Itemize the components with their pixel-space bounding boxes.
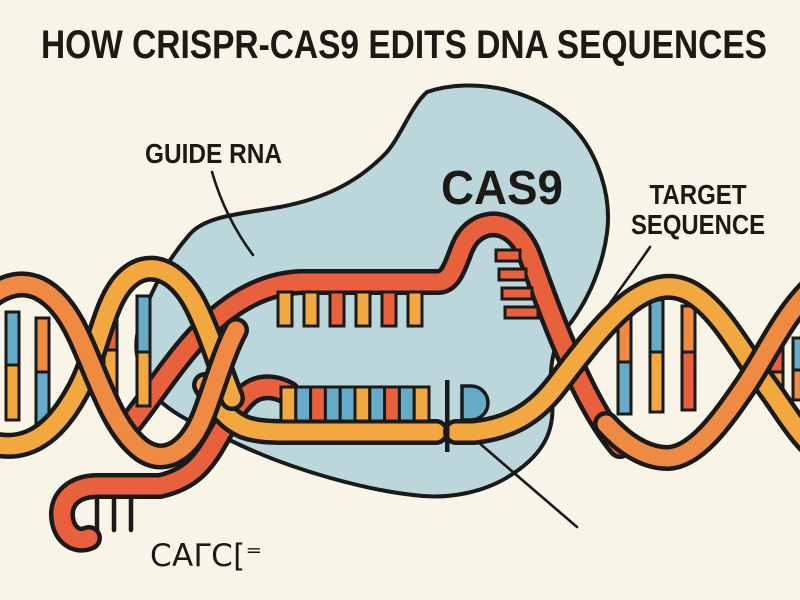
target-sequence-label-line1: TARGET — [650, 179, 747, 210]
rna-scaffold-comb — [494, 248, 540, 320]
base-pair-rung — [680, 350, 697, 412]
base-pair-rung — [791, 336, 800, 372]
dna-base-tooth — [323, 385, 342, 423]
scaffold-comb-bar — [500, 286, 534, 301]
cut-line — [445, 380, 450, 452]
rna-base-tooth — [328, 290, 346, 328]
base-pair-rung — [680, 304, 697, 354]
base-pair-rung — [648, 350, 665, 414]
guide-rna-leader-line — [210, 170, 255, 257]
scaffold-comb-bar — [494, 248, 522, 263]
cut-site-leader-line — [476, 440, 579, 529]
rna-tail-hook — [62, 387, 288, 539]
base-pair-rung — [648, 298, 665, 354]
cas9-label: CAS9 — [441, 162, 563, 215]
base-pair-rung — [791, 368, 800, 402]
dna-base-tooth — [294, 385, 313, 423]
diagram-title: HOW CRISPR-CAS9 EDITS DNA SEQUENCES — [41, 23, 767, 67]
rna-base-tooth — [354, 290, 372, 328]
base-pair-rung — [4, 310, 21, 367]
dna-base-tooth — [412, 385, 431, 423]
base-pair-rung — [616, 360, 633, 416]
guide-rna-label: GUIDE RNA — [145, 138, 282, 169]
scaffold-comb-bar — [497, 267, 528, 282]
garbled-caption: CAΓC[⁼ — [150, 538, 262, 574]
dna-base-tooth — [279, 385, 298, 423]
base-pair-rung — [34, 316, 51, 374]
dna-base-tooth — [309, 385, 327, 423]
dna-base-tooth — [338, 385, 357, 423]
scaffold-comb-bar — [503, 305, 540, 320]
base-pair-rung — [135, 350, 152, 408]
rna-base-tooth — [380, 290, 398, 328]
rna-base-tooth — [406, 290, 424, 328]
target-strand-base-ladder — [279, 385, 431, 423]
dna-base-tooth — [397, 385, 416, 423]
rna-base-tooth — [276, 290, 294, 328]
base-pair-rung — [4, 363, 21, 422]
target-sequence-label-line2: SEQUENCE — [631, 209, 765, 240]
guide-rna-base-teeth — [276, 290, 424, 328]
dna-base-tooth — [383, 385, 401, 423]
base-pair-rung — [135, 294, 152, 354]
cut-site-marker — [460, 384, 490, 422]
dna-base-tooth — [353, 385, 372, 423]
rna-base-tooth — [302, 290, 320, 328]
diagram-labels: HOW CRISPR-CAS9 EDITS DNA SEQUENCES GUID… — [41, 23, 767, 574]
dna-base-tooth — [368, 385, 387, 423]
